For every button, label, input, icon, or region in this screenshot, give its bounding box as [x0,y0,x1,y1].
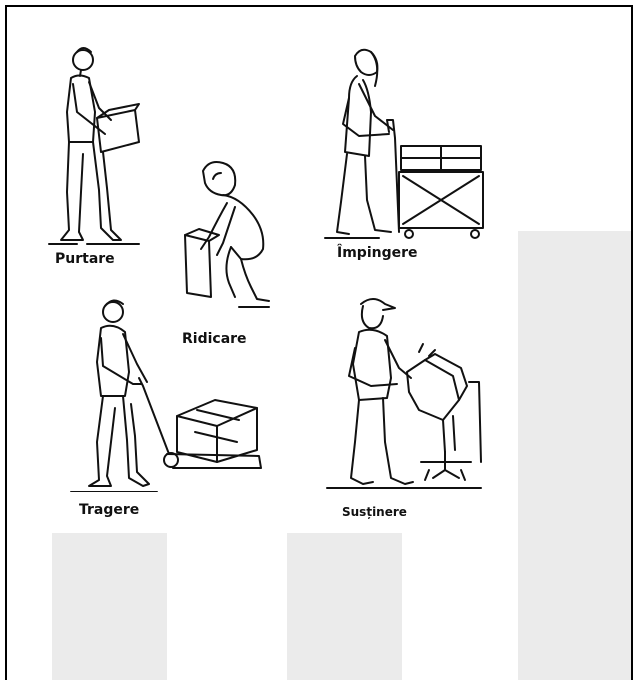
background-panel-bottom-left [52,533,167,680]
background-panel-bottom-middle [287,533,402,680]
background-panel-right [518,231,633,680]
person-pushing-cart-icon [319,42,489,242]
carry-label: Purtare [55,251,115,267]
push-label: Împingere [337,245,418,261]
person-carrying-box-icon [47,42,142,247]
illustration-frame: Purtare Ridicare [5,5,633,680]
support-label: Susținere [342,505,407,519]
pull-label: Tragere [79,502,139,518]
person-pulling-pallet-jack-icon [67,292,267,492]
person-holding-mixer-icon [325,292,485,492]
